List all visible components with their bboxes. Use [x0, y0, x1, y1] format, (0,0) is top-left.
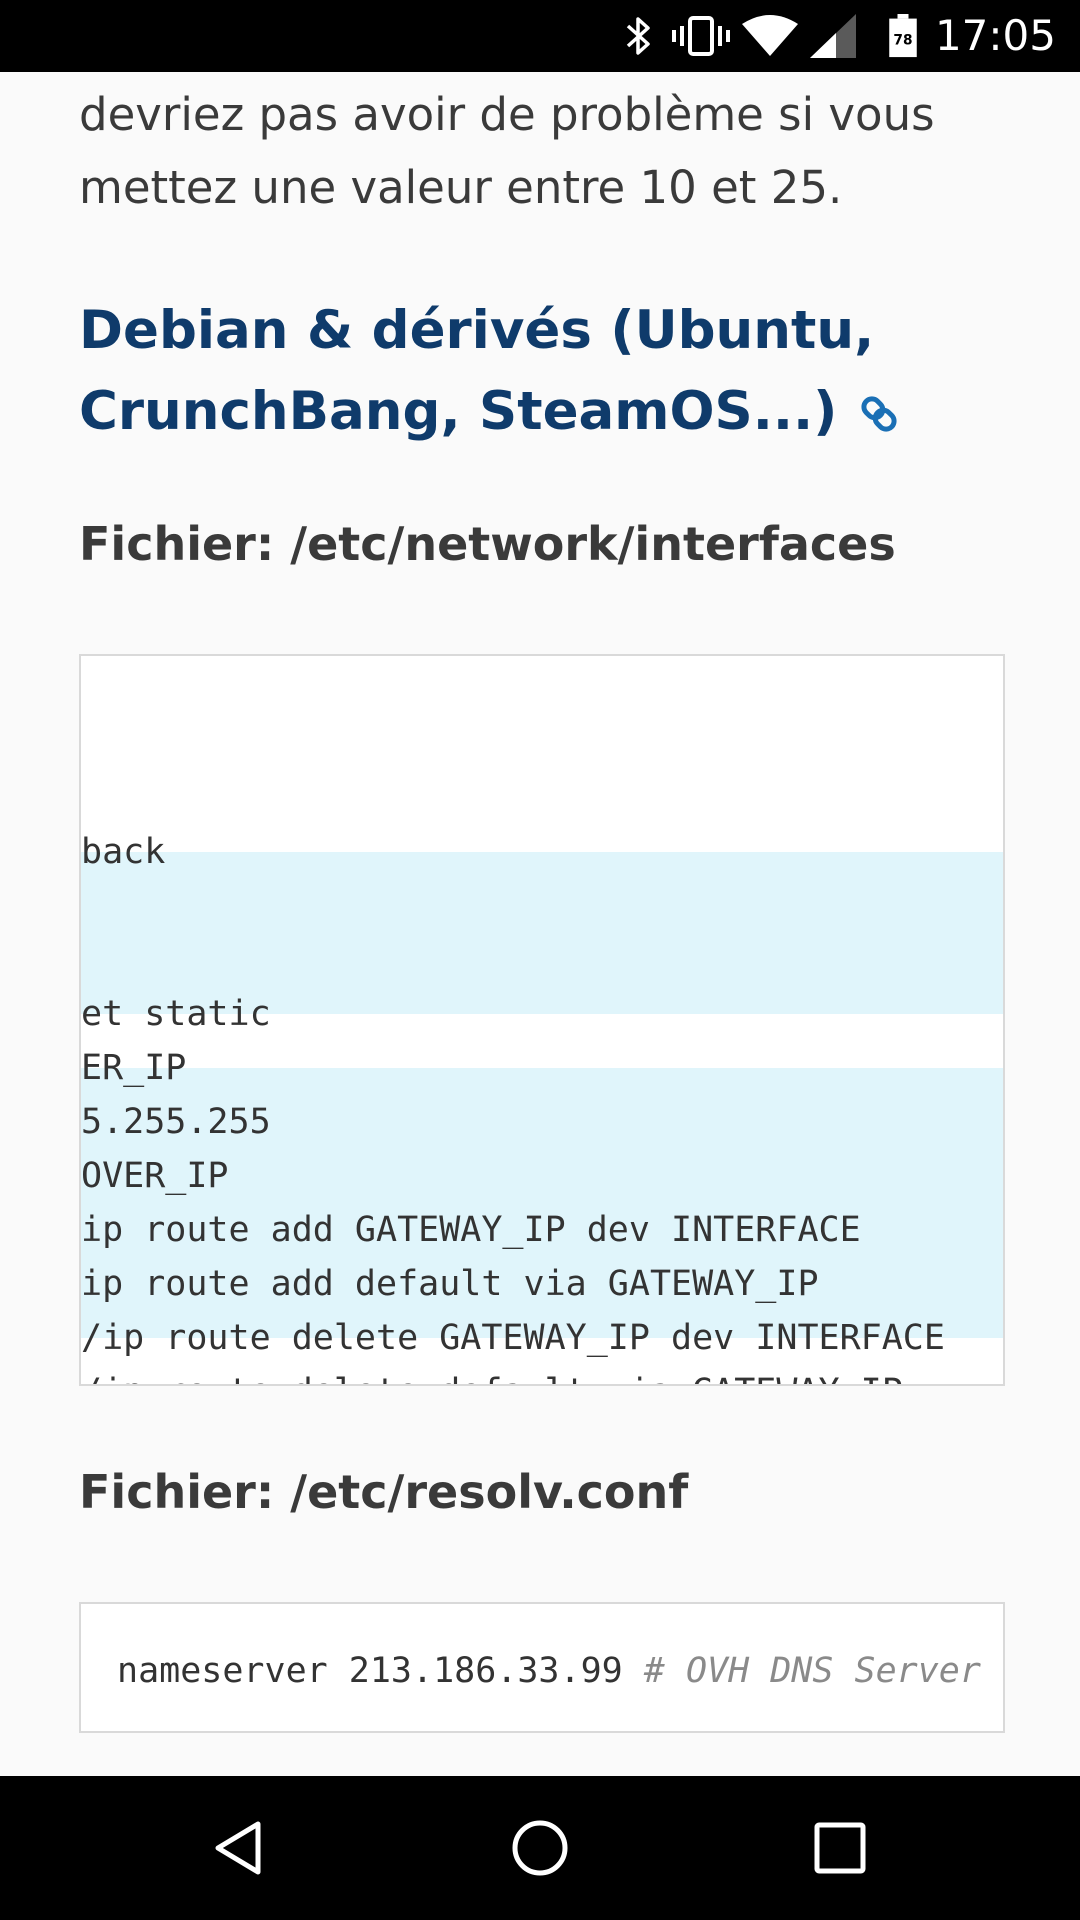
- clock: 17:05: [934, 11, 1056, 60]
- code-line: OVER_IP: [81, 1156, 229, 1196]
- paragraph-line: devriez pas avoir de problème si vous: [79, 88, 935, 141]
- code-line: ER_IP: [81, 1048, 187, 1088]
- intro-paragraph: devriez pas avoir de problème si vous me…: [79, 78, 1019, 224]
- battery-icon: 78: [889, 14, 917, 58]
- recents-icon[interactable]: [808, 1816, 872, 1880]
- code-line: ip route add GATEWAY_IP dev INTERFACE: [81, 1210, 861, 1250]
- code-line: 5.255.255: [81, 1102, 271, 1142]
- file1-label: Fichier: /etc/network/interfaces: [79, 517, 896, 571]
- battery-level: 78: [893, 32, 912, 48]
- code-line: /ip route delete default via GATEWAY_IP: [81, 1365, 903, 1384]
- vibrate-icon: [672, 16, 730, 56]
- navigation-bar: [0, 1776, 1080, 1920]
- code-line: ip route add default via GATEWAY_IP: [81, 1264, 819, 1304]
- back-icon[interactable]: [208, 1816, 272, 1880]
- code-comment: # OVH DNS Server: [643, 1651, 981, 1691]
- section-heading: Debian & dérivés (Ubuntu, CrunchBang, St…: [79, 290, 1019, 452]
- bluetooth-icon: [626, 17, 650, 55]
- heading-line: CrunchBang, SteamOS...): [79, 381, 838, 442]
- nameserver-text: nameserver 213.186.33.99: [117, 1651, 644, 1691]
- wifi-icon: [742, 15, 798, 56]
- status-bar: 78 17:05: [0, 0, 1080, 72]
- code-line: nameserver 213.186.33.99 # OVH DNS Serve…: [117, 1644, 981, 1698]
- article-content[interactable]: devriez pas avoir de problème si vous me…: [0, 72, 1080, 1776]
- interfaces-code-block[interactable]: back et static ER_IP 5.255.255 OVER_IP i…: [79, 654, 1005, 1386]
- code-highlight: [81, 852, 1003, 1014]
- code-line: /ip route delete GATEWAY_IP dev INTERFAC…: [81, 1318, 945, 1358]
- paragraph-line: mettez une valeur entre 10 et 25.: [79, 161, 843, 214]
- code-line: back: [81, 832, 166, 872]
- file2-label: Fichier: /etc/resolv.conf: [79, 1465, 689, 1519]
- link-icon[interactable]: [857, 392, 901, 436]
- home-icon[interactable]: [508, 1816, 572, 1880]
- signal-icon: [810, 14, 856, 58]
- resolv-code-block[interactable]: nameserver 213.186.33.99 # OVH DNS Serve…: [79, 1602, 1005, 1733]
- code-highlight: [81, 1068, 1003, 1338]
- code-line: et static: [81, 994, 271, 1034]
- heading-line: Debian & dérivés (Ubuntu,: [79, 300, 875, 361]
